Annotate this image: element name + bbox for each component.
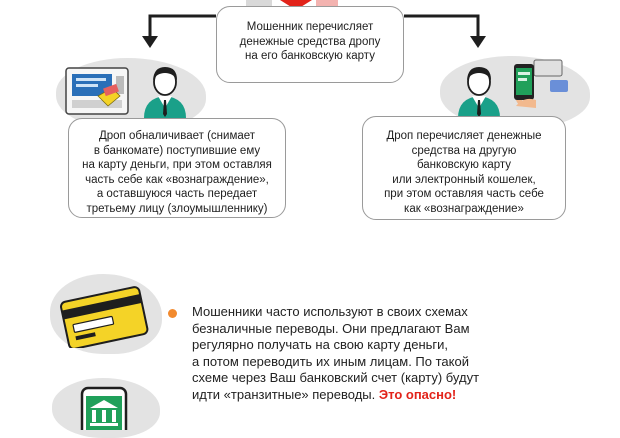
box-text-line: часть себе как «вознаграждение»,: [85, 173, 269, 186]
box-text-line: Дроп перечисляет денежные: [386, 130, 542, 142]
box-text-line: как «вознаграждение»: [404, 202, 524, 215]
box-text-line: денежные средства дропу: [239, 35, 381, 48]
box-text-line: на его банковскую карту: [245, 50, 375, 62]
paragraph-last-line: идти «транзитные» переводы. Это опасно!: [192, 387, 592, 404]
paragraph-line: регулярно получать на свою карту деньги,: [192, 337, 449, 353]
box-text-line: при этом оставляя часть себе: [384, 188, 544, 200]
danger-callout: Это опасно!: [378, 386, 457, 402]
smartphone-payment-icon: [514, 59, 568, 108]
bullet-point: [168, 309, 177, 318]
paragraph-line: схеме через Ваш банковский счет (карту) …: [192, 370, 480, 386]
box-text-line: Дроп обналичивает (снимает: [98, 130, 256, 142]
bank-card-icon: [60, 286, 149, 348]
onward-transfer-box: Дроп перечисляет денежные средства на др…: [362, 116, 566, 220]
box-text-line: Мошенник перечисляет: [246, 21, 374, 33]
cash-withdrawal-box: Дроп обналичивает (снимает в банкомате) …: [68, 118, 286, 218]
arrow-left: [148, 14, 216, 38]
paragraph-line: а потом переводить их иным лицам. По так…: [192, 353, 469, 369]
box-text-line: на карту деньги, при этом оставляя: [82, 159, 272, 171]
arrow-down-icon: [470, 36, 486, 48]
paragraph-line-text: идти «транзитные» переводы.: [192, 386, 376, 402]
box-text-line: средства на другую: [411, 144, 517, 157]
box-text-line: третьему лицу (злоумышленнику): [86, 202, 268, 215]
person-icon: [144, 67, 186, 118]
box-text-line: а оставшуюся часть передает: [96, 188, 258, 200]
mobile-bank-icon: [80, 386, 128, 430]
atm-icon: [65, 67, 129, 115]
paragraph-line: безналичные переводы. Они предлагают Вам: [192, 320, 470, 336]
paragraph-line: Мошенники часто используют в своих схема…: [192, 304, 468, 319]
box-text-line: в банкомате) поступившие ему: [93, 144, 261, 157]
connector-arrows: [142, 14, 486, 48]
arrow-down-icon: [142, 36, 158, 48]
warning-paragraph: Мошенники часто используют в своих схема…: [192, 304, 592, 404]
box-text-line: или электронный кошелек,: [392, 173, 536, 186]
fraudster-transfer-box: Мошенник перечисляет денежные средства д…: [216, 6, 404, 83]
arrow-right: [404, 14, 480, 38]
person-icon: [458, 67, 500, 118]
box-text-line: банковскую карту: [416, 159, 512, 171]
